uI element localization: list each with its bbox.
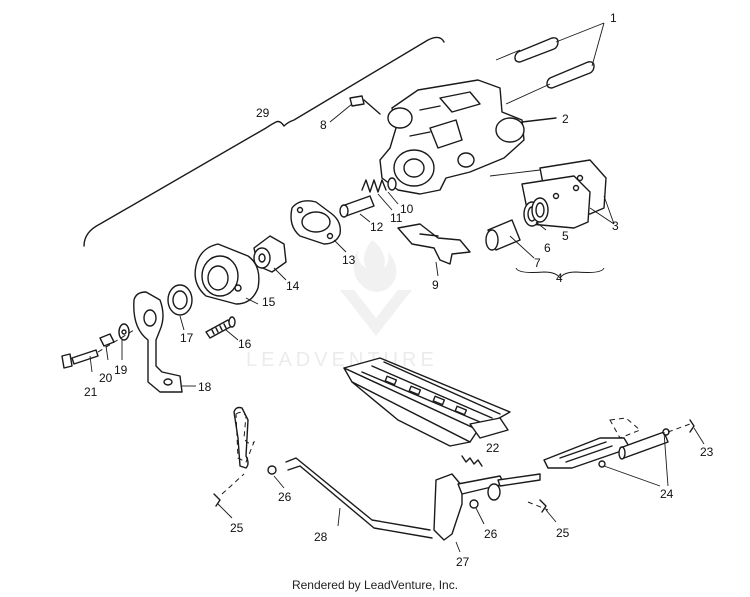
- callout-14: 14: [286, 279, 300, 293]
- callout-4: 4: [556, 271, 563, 285]
- part-3-pads: [489, 159, 615, 229]
- part-29-brace: [83, 36, 445, 247]
- callout-26-right: 26: [484, 527, 498, 541]
- part-19-21-fasteners: [61, 323, 135, 373]
- part-16-bolt: [205, 316, 239, 341]
- callout-15: 15: [262, 295, 276, 309]
- callout-28: 28: [314, 530, 328, 544]
- part-15-drum: [194, 243, 260, 305]
- callout-23: 23: [700, 445, 714, 459]
- callout-18: 18: [198, 380, 212, 394]
- part-9-clip: [397, 223, 471, 277]
- watermark-v-icon: [340, 290, 412, 336]
- linkage: [285, 455, 541, 553]
- watermark-text: LEADVENTURE: [246, 349, 438, 371]
- footrest: [343, 357, 511, 447]
- callout-20: 20: [99, 371, 113, 385]
- callout-22: 22: [486, 441, 500, 455]
- callout-3: 3: [612, 219, 619, 233]
- callout-2: 2: [562, 112, 569, 126]
- callout-21: 21: [84, 385, 98, 399]
- part-18-arm: [133, 291, 196, 393]
- callout-11: 11: [390, 211, 403, 225]
- callout-12: 12: [370, 220, 384, 234]
- part-8-bleeder: [329, 95, 381, 123]
- part-13-gasket: [290, 200, 347, 253]
- part-5-7-piston: [485, 197, 605, 279]
- callout-26-left: 26: [278, 490, 292, 504]
- footer-credit: Rendered by LeadVenture, Inc.: [291, 578, 459, 592]
- callout-labels: 1 2 3 4 5 6 7 8 9 10 11 12 13 14 15 16 1…: [84, 11, 714, 569]
- callout-8: 8: [320, 118, 327, 132]
- part-14-coupler: [253, 235, 287, 281]
- callout-7: 7: [534, 256, 541, 270]
- brake-pedal: [543, 417, 705, 487]
- part-17-ring: [167, 284, 193, 331]
- part-1-pins: [495, 22, 605, 105]
- part-2-master-cylinder: [379, 79, 557, 195]
- left-clevis: [213, 406, 557, 523]
- callout-19: 19: [114, 363, 128, 377]
- callout-10: 10: [400, 202, 414, 216]
- callout-6: 6: [544, 241, 551, 255]
- callout-17: 17: [180, 331, 194, 345]
- part-10-12-spring-plunger: [339, 177, 399, 223]
- callout-25-right: 25: [556, 526, 570, 540]
- callout-5: 5: [562, 229, 569, 243]
- callout-25-left: 25: [230, 521, 244, 535]
- callout-24: 24: [660, 487, 674, 501]
- callout-27: 27: [456, 555, 470, 569]
- callout-13: 13: [342, 253, 356, 267]
- watermark-flame-icon: [353, 240, 397, 292]
- callout-1: 1: [610, 11, 617, 25]
- callout-29: 29: [256, 106, 270, 120]
- callout-16: 16: [238, 337, 252, 351]
- callout-9: 9: [432, 278, 439, 292]
